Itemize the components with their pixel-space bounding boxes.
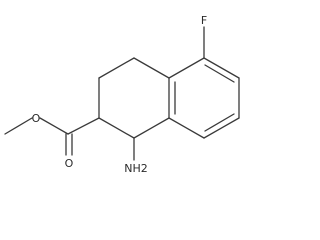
bond-c5-c6 (203, 57, 240, 79)
bond-c2-c1 (98, 117, 135, 139)
ester-ether-oxygen-label: O (32, 112, 41, 125)
amine-label: NH2 (124, 162, 148, 175)
fluorine-label: F (201, 14, 207, 27)
bond-o-methyl (4, 117, 33, 135)
bond-c5-c6-inner (204, 64, 235, 83)
label-layer: F O O NH2 (32, 14, 208, 175)
bond-c1-c8a (133, 117, 170, 139)
bond-c4-c3 (98, 57, 135, 79)
bond-c4a-c4 (133, 57, 170, 79)
bond-c2-carbonyl (67, 117, 100, 135)
bond-layer (4, 26, 240, 161)
bond-c4a-c5 (168, 57, 205, 79)
ester-carbonyl-oxygen-label: O (65, 157, 74, 170)
bond-c7-c8-inner (204, 113, 235, 132)
bond-c8-c8a (168, 117, 205, 139)
molecule-structure: F O O NH2 (4, 14, 240, 175)
bond-c7-c8 (203, 117, 240, 139)
bond-carbonyl-o-ether (39, 117, 69, 135)
